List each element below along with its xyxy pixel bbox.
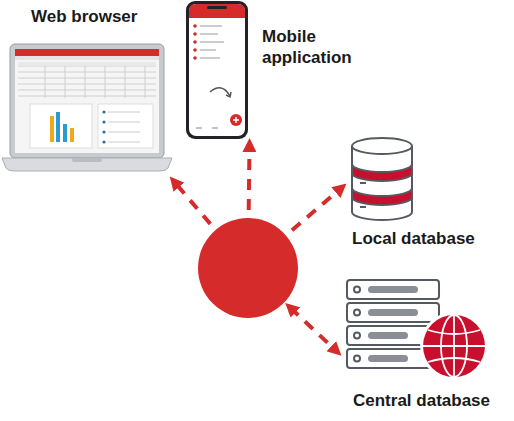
dashed-arrow [247,145,252,210]
app-node: Mobile application [185,0,375,140]
hub-node [198,218,298,318]
node-label: Local database [352,228,475,249]
database-illustration [352,138,412,220]
browser-node: Web browser [5,4,171,178]
hub-circle [198,218,298,318]
server-node: Central database [340,276,508,416]
dashed-arrow [292,188,341,230]
globe-symbol [420,312,488,380]
dashed-arrow [174,182,210,224]
database-node: Local database [345,140,505,252]
laptop-illustration [2,44,172,171]
dashed-arrow [290,308,336,351]
node-label: Central database [353,390,490,411]
node-label: Mobile application [262,26,372,68]
phone-illustration [186,1,248,139]
node-label: Web browser [31,6,137,27]
